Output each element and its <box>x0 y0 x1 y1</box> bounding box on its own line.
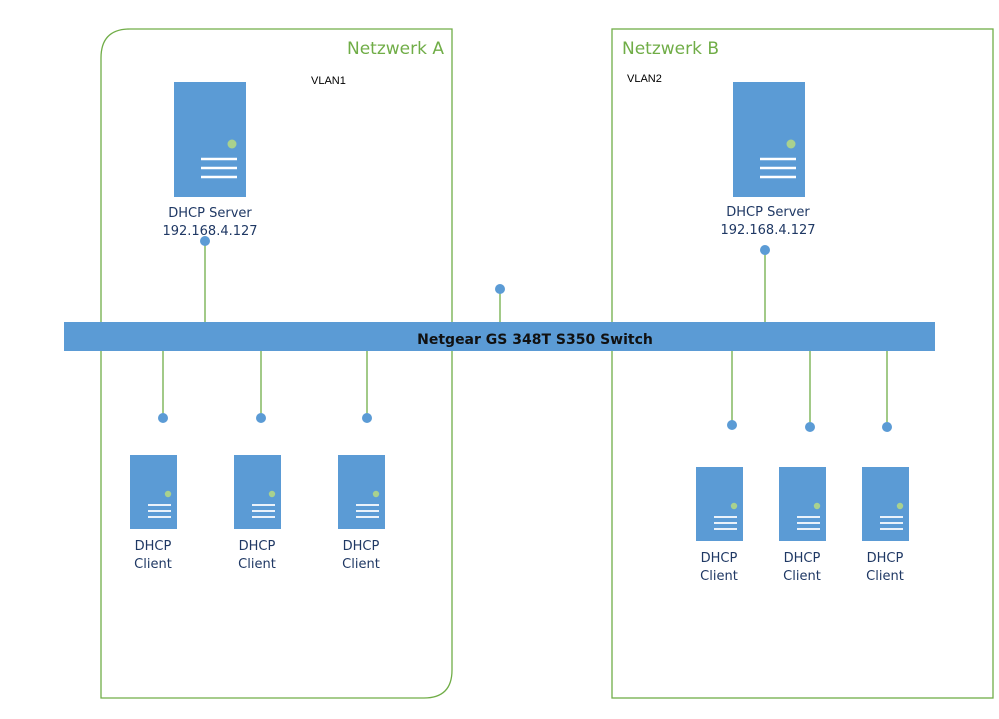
network-a-vlan: VLAN1 <box>311 75 346 87</box>
server-icon <box>338 455 385 529</box>
client-a3-line2: Client <box>342 557 380 572</box>
connector-dots <box>158 236 892 432</box>
server-icon <box>733 82 805 197</box>
server-b-label: DHCP Server <box>726 205 810 220</box>
server-b-dot <box>760 245 770 255</box>
network-b-zone <box>611 28 994 699</box>
server-b-ip: 192.168.4.127 <box>720 223 815 238</box>
server-icon <box>862 467 909 541</box>
server-icon <box>779 467 826 541</box>
client-a1-line2: Client <box>134 557 172 572</box>
network-a-zone <box>100 28 453 699</box>
server-icon <box>130 455 177 529</box>
client-b3-line2: Client <box>866 569 904 584</box>
client-a2-dot <box>256 413 266 423</box>
client-b2-line1: DHCP <box>784 551 821 566</box>
client-a3-line1: DHCP <box>343 539 380 554</box>
server-a-label: DHCP Server <box>168 206 252 221</box>
network-b-title: Netzwerk B <box>622 39 719 59</box>
client-a2-line1: DHCP <box>239 539 276 554</box>
connection-lines <box>162 241 888 427</box>
client-b1-line1: DHCP <box>701 551 738 566</box>
server-icon <box>174 82 246 197</box>
network-b-vlan: VLAN2 <box>627 73 662 85</box>
server-a-ip: 192.168.4.127 <box>162 224 257 239</box>
client-b3-line1: DHCP <box>867 551 904 566</box>
client-a3-dot <box>362 413 372 423</box>
client-b2-line2: Client <box>783 569 821 584</box>
client-a1-dot <box>158 413 168 423</box>
server-a-dot <box>200 236 210 246</box>
client-b3-dot <box>882 422 892 432</box>
client-b1-line2: Client <box>700 569 738 584</box>
client-a2-line2: Client <box>238 557 276 572</box>
client-b1-dot <box>727 420 737 430</box>
switch-bar <box>64 322 935 351</box>
server-icon <box>696 467 743 541</box>
client-a1-line1: DHCP <box>135 539 172 554</box>
switch-label: Netgear GS 348T S350 Switch <box>417 332 653 348</box>
network-a-title: Netzwerk A <box>347 39 444 59</box>
server-icon <box>234 455 281 529</box>
client-b2-dot <box>805 422 815 432</box>
switch-dot <box>495 284 505 294</box>
